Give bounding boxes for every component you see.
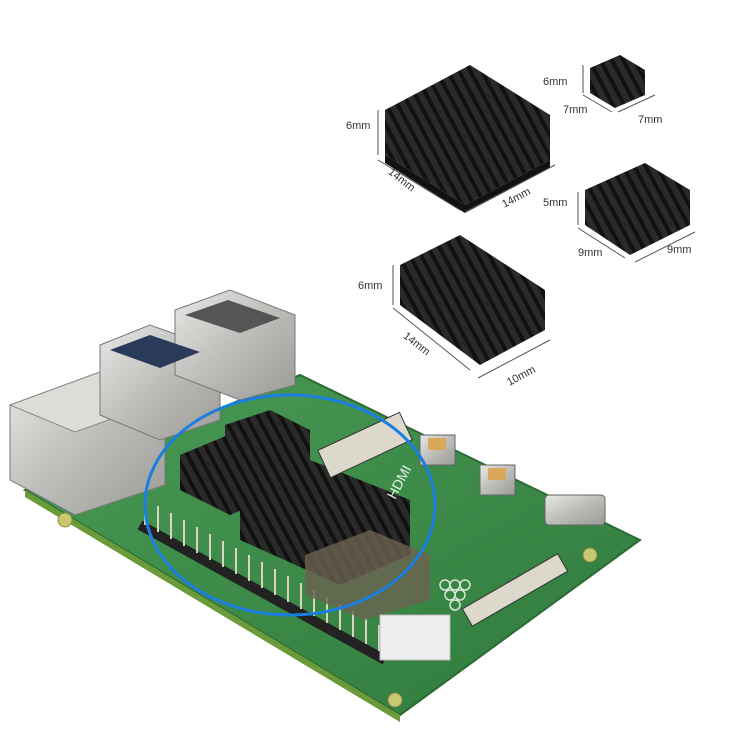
heatsink-small-square [582,55,656,113]
heatsink-rectangular [392,235,551,379]
dsi-connector [461,553,569,627]
dim-small-width: 7mm [638,114,663,126]
usb-ports [99,289,296,441]
highlight-circle [143,393,437,617]
dim-medium-depth: 9mm [578,247,603,259]
installed-heatsinks [180,410,430,620]
dim-large-height: 6mm [346,120,371,132]
heatsink-medium-square [577,163,696,263]
raspberry-logo [439,579,471,611]
gpio-header [137,500,388,665]
dim-rect-height: 6mm [358,280,383,292]
dim-small-depth: 7mm [563,104,588,116]
wifi-module [379,614,451,661]
dim-small-height: 6mm [543,76,568,88]
micro-hdmi-ports [419,434,606,526]
dim-medium-width: 9mm [667,244,692,256]
csi-connector [317,411,413,479]
dim-medium-height: 5mm [543,197,568,209]
heatsink-large-square [377,65,556,213]
